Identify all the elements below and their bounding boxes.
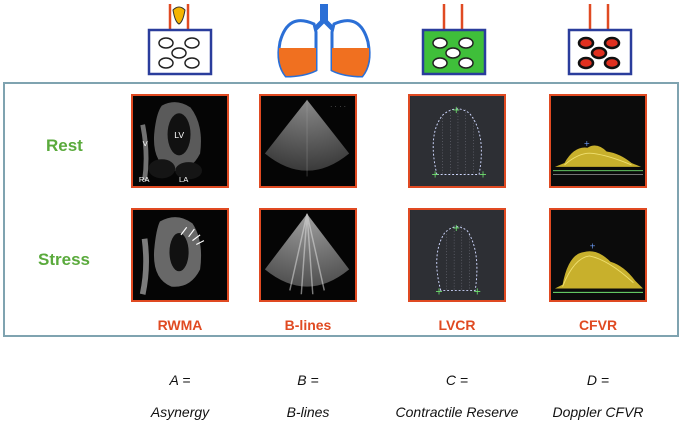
echo-rest-lvcr: + + + xyxy=(408,94,506,188)
echo-stress-rwma xyxy=(131,208,229,302)
term-doppler-cfvr: Doppler CFVR xyxy=(552,404,644,420)
coronary-flow-icon xyxy=(567,2,633,76)
term-blines: B-lines xyxy=(286,404,330,420)
svg-text:+: + xyxy=(589,241,595,250)
equation-c: C = xyxy=(445,372,469,388)
green-myocardium-icon xyxy=(421,2,487,76)
col-label-rwma: RWMA xyxy=(157,317,203,333)
col-label-blines: B-lines xyxy=(284,317,332,333)
label-la: LA xyxy=(179,175,189,184)
svg-text:· · · ·: · · · · xyxy=(330,105,346,109)
lungs-icon xyxy=(274,2,374,80)
echo-stress-lvcr: + + + xyxy=(408,208,506,302)
svg-text:+: + xyxy=(473,286,481,297)
equation-d: D = xyxy=(586,372,610,388)
echo-rest-blines: · · · · xyxy=(259,94,357,188)
svg-text:+: + xyxy=(431,169,439,180)
svg-text:+: + xyxy=(452,105,460,116)
col-label-lvcr: LVCR xyxy=(438,317,476,333)
equation-a: A = xyxy=(169,372,191,388)
echo-stress-blines xyxy=(259,208,357,302)
term-asynergy: Asynergy xyxy=(150,404,210,420)
equation-b: B = xyxy=(297,372,319,388)
row-label-rest: Rest xyxy=(46,136,83,155)
doppler-stress-cfvr: + xyxy=(549,208,647,302)
label-rv: V xyxy=(143,139,149,148)
ventricle-segments-icon xyxy=(147,2,213,76)
panel-frame xyxy=(3,82,679,337)
label-ra: RA xyxy=(139,175,151,184)
echo-rest-rwma: LV V RA LA xyxy=(131,94,229,188)
row-label-stress: Stress xyxy=(38,250,90,269)
svg-text:+: + xyxy=(584,139,590,148)
term-contractile-reserve: Contractile Reserve xyxy=(395,404,519,420)
col-label-cfvr: CFVR xyxy=(578,317,618,333)
svg-text:+: + xyxy=(452,223,460,234)
label-lv: LV xyxy=(174,130,184,140)
doppler-rest-cfvr: + xyxy=(549,94,647,188)
svg-text:+: + xyxy=(479,169,487,180)
svg-text:+: + xyxy=(435,286,443,297)
